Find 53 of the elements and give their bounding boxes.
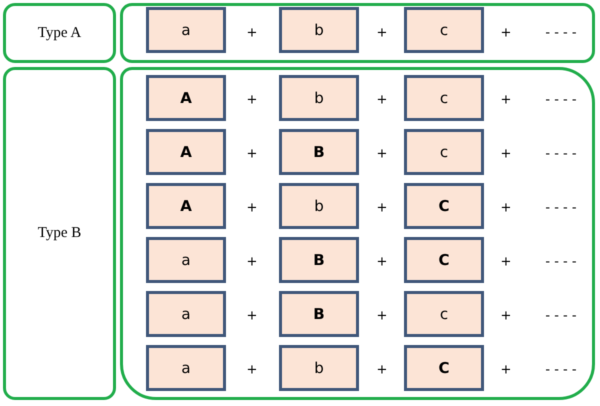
letter-box: b <box>279 345 359 391</box>
continuation-dashes: - - - - <box>545 254 577 270</box>
letter-box: c <box>404 75 484 121</box>
plus-sign: + <box>246 92 258 108</box>
continuation-dashes: - - - - <box>545 92 577 108</box>
letter-box: a <box>146 237 226 283</box>
plus-sign: + <box>500 26 512 40</box>
letter-box: b <box>279 75 359 121</box>
continuation-dashes: - - - - <box>545 146 577 162</box>
plus-sign: + <box>246 254 258 270</box>
letter-box: c <box>404 291 484 337</box>
plus-sign: + <box>376 200 388 216</box>
letter-box: A <box>146 129 226 175</box>
letter-box: a <box>146 345 226 391</box>
group-panel <box>120 3 595 63</box>
letter-box: B <box>279 237 359 283</box>
plus-sign: + <box>246 26 258 40</box>
plus-sign: + <box>500 200 512 216</box>
plus-sign: + <box>500 254 512 270</box>
letter-box: A <box>146 75 226 121</box>
plus-sign: + <box>500 308 512 324</box>
plus-sign: + <box>246 200 258 216</box>
letter-box: B <box>279 129 359 175</box>
letter-box: a <box>146 291 226 337</box>
plus-sign: + <box>376 92 388 108</box>
plus-sign: + <box>376 26 388 40</box>
continuation-dashes: - - - - <box>545 308 577 324</box>
letter-box: C <box>404 183 484 229</box>
continuation-dashes: - - - - <box>545 200 577 216</box>
group-panel <box>120 67 595 400</box>
plus-sign: + <box>376 146 388 162</box>
plus-sign: + <box>246 146 258 162</box>
plus-sign: + <box>246 308 258 324</box>
plus-sign: + <box>376 254 388 270</box>
continuation-dashes: - - - - <box>545 26 577 40</box>
letter-box: B <box>279 291 359 337</box>
letter-box: C <box>404 237 484 283</box>
continuation-dashes: - - - - <box>545 362 577 378</box>
letter-box: c <box>404 7 484 53</box>
letter-box: A <box>146 183 226 229</box>
plus-sign: + <box>246 362 258 378</box>
plus-sign: + <box>500 362 512 378</box>
letter-box: b <box>279 183 359 229</box>
type-label-box: Type B <box>3 67 116 400</box>
letter-box: a <box>146 7 226 53</box>
type-label-box: Type A <box>3 3 116 63</box>
letter-box: C <box>404 345 484 391</box>
letter-box: b <box>279 7 359 53</box>
plus-sign: + <box>376 308 388 324</box>
letter-box: c <box>404 129 484 175</box>
plus-sign: + <box>500 92 512 108</box>
plus-sign: + <box>376 362 388 378</box>
plus-sign: + <box>500 146 512 162</box>
